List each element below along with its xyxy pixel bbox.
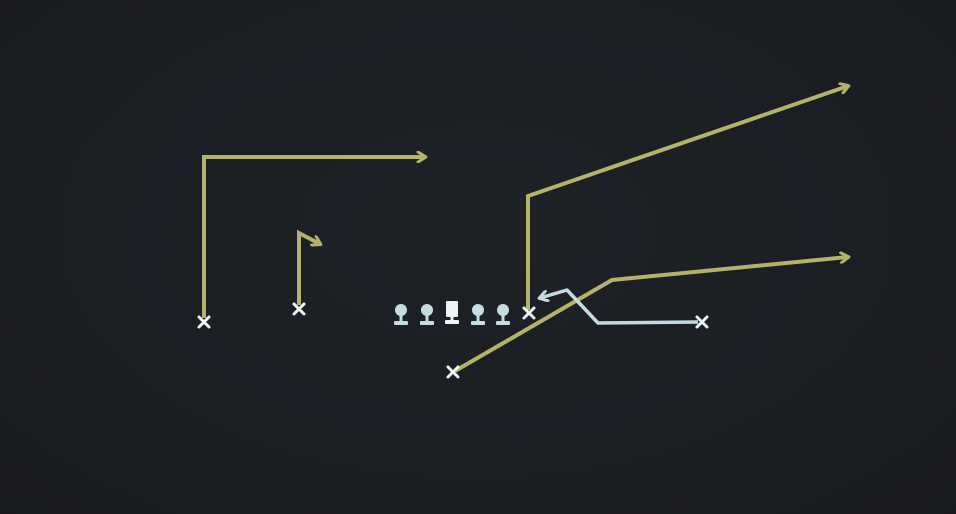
lineman-icon [496, 304, 510, 325]
route-tight-end-right [526, 86, 848, 310]
offensive-line [394, 301, 510, 325]
lineman-icon [394, 304, 408, 325]
center-icon [445, 301, 459, 324]
route-running-back [453, 257, 848, 373]
motion-wide-receiver-right [540, 288, 699, 325]
route-slot-receiver-left [297, 229, 320, 305]
routes [202, 86, 848, 373]
x-icon [522, 306, 536, 320]
lineman-icon [471, 304, 485, 325]
x-icon [292, 302, 306, 316]
route-wide-receiver-left [202, 157, 425, 318]
x-icon [197, 315, 211, 329]
lineman-icon [420, 304, 434, 325]
player-markers [197, 302, 709, 379]
x-icon [446, 365, 460, 379]
x-icon [695, 315, 709, 329]
